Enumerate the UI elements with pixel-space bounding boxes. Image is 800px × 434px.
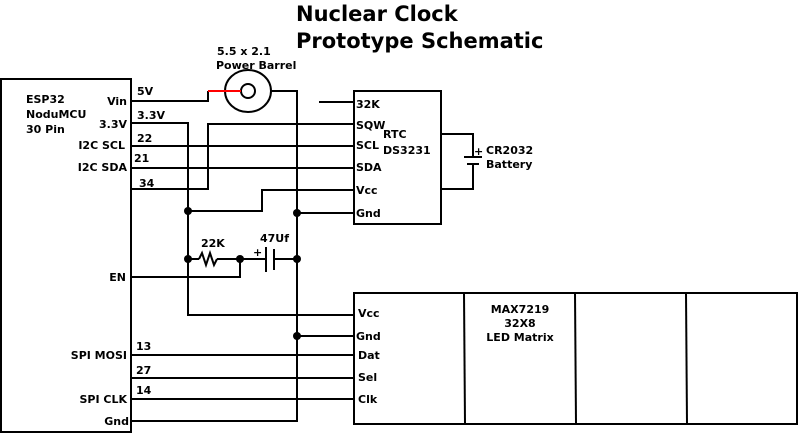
wire-en: [131, 259, 241, 278]
resistor-symbol: [198, 249, 218, 269]
junction-dot-3v3-res: [184, 255, 192, 263]
matrix-pin-clk: Clk: [358, 393, 378, 406]
matrix-name-2: 32X8: [504, 317, 535, 330]
rtc-name-1: RTC: [383, 128, 407, 141]
matrix-name-3: LED Matrix: [486, 331, 553, 344]
esp32-name-1: ESP32: [26, 93, 65, 106]
esp32-module: [0, 78, 132, 433]
wire-sqw: [131, 123, 354, 190]
battery-plus: +: [474, 145, 483, 158]
pin-num-27: 27: [136, 364, 151, 377]
rtc-module: [353, 90, 442, 225]
pin-num-22: 22: [137, 132, 152, 145]
esp32-name-3: 30 Pin: [26, 123, 65, 136]
matrix-pin-gnd: Gnd: [356, 330, 381, 343]
matrix-divider-3: [685, 292, 688, 425]
esp32-pin-scl: I2C SCL: [78, 139, 125, 152]
esp32-pin-clk: SPI CLK: [79, 393, 127, 406]
battery-label-1: CR2032: [486, 144, 533, 157]
rtc-name-2: DS3231: [383, 144, 431, 157]
pin-num-5v: 5V: [137, 85, 154, 98]
rtc-pin-scl: SCL: [356, 139, 379, 152]
battery-label-2: Battery: [486, 158, 532, 171]
title-line-1: Nuclear Clock: [296, 2, 459, 26]
wire-gnd-rail: [131, 90, 298, 422]
esp32-pin-3v3: 3.3V: [99, 118, 127, 131]
wire-rtc-vcc: [188, 189, 354, 212]
esp32-pin-sda: I2C SDA: [78, 161, 128, 174]
matrix-divider-2: [574, 292, 577, 425]
junction-dot-gnd-matrix: [293, 332, 301, 340]
esp32-pin-mosi: SPI MOSI: [71, 349, 127, 362]
rtc-pin-sda: SDA: [356, 161, 382, 174]
barrel-label-2: Power Barrel: [216, 59, 296, 72]
esp32-pin-vin: Vin: [107, 95, 127, 108]
capacitor-plus: +: [253, 246, 262, 259]
matrix-pin-sel: Sel: [358, 371, 377, 384]
esp32-pin-gnd: Gnd: [104, 415, 129, 428]
pin-num-34: 34: [139, 177, 155, 190]
junction-dot-3v3-rtc: [184, 207, 192, 215]
pin-num-3v3: 3.3V: [137, 109, 165, 122]
pin-num-14: 14: [136, 384, 152, 397]
barrel-label-1: 5.5 x 2.1: [217, 45, 271, 58]
battery-symbol: [441, 133, 482, 190]
junction-dot-en: [236, 255, 244, 263]
esp32-name-2: NoduMCU: [26, 108, 86, 121]
pin-num-13: 13: [136, 340, 151, 353]
rtc-pin-32k: 32K: [356, 98, 380, 111]
rtc-pin-sqw: SQW: [356, 119, 385, 132]
wire-5v: [131, 91, 209, 102]
power-barrel-pin: [240, 83, 256, 99]
matrix-divider-1: [463, 292, 466, 425]
capacitor-label: 47Uf: [260, 232, 289, 245]
matrix-pin-vcc: Vcc: [358, 307, 380, 320]
rtc-pin-vcc: Vcc: [356, 184, 378, 197]
matrix-name-1: MAX7219: [491, 303, 550, 316]
matrix-pin-dat: Dat: [358, 349, 380, 362]
esp32-pin-en: EN: [109, 271, 126, 284]
pin-num-21: 21: [134, 152, 149, 165]
junction-dot-gnd-rtc: [293, 209, 301, 217]
junction-dot-gnd-cap: [293, 255, 301, 263]
title-line-2: Prototype Schematic: [296, 29, 543, 53]
wire-3v3-rail: [131, 122, 354, 316]
rtc-pin-gnd: Gnd: [356, 207, 381, 220]
resistor-label: 22K: [201, 237, 225, 250]
